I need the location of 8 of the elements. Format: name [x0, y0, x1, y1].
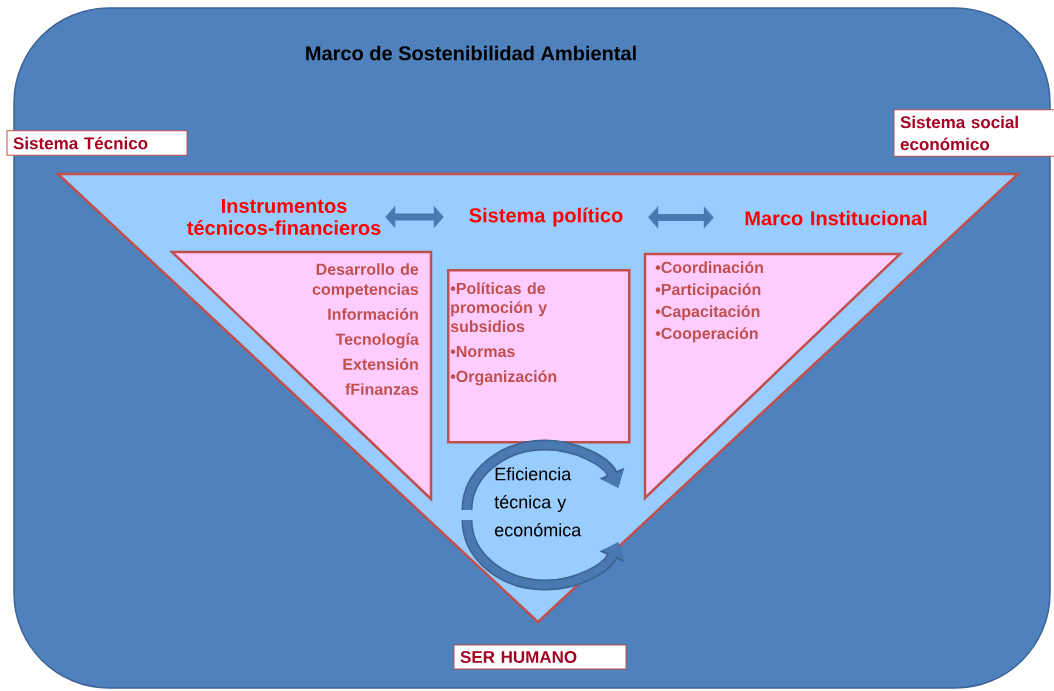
double-arrow: [648, 206, 714, 229]
heading: Sistema político: [469, 207, 623, 227]
heading: Marco Institucional: [745, 210, 927, 226]
cycle-label: Eficiencia técnica y económica: [494, 467, 582, 537]
double-arrow: [385, 205, 444, 229]
heading: Instrumentos técnicos-financieros: [187, 199, 381, 235]
label-box: SER HUMANO: [453, 644, 627, 670]
list-box: •Políticas de promoción y subsidios •Normas •Organización: [447, 269, 631, 444]
